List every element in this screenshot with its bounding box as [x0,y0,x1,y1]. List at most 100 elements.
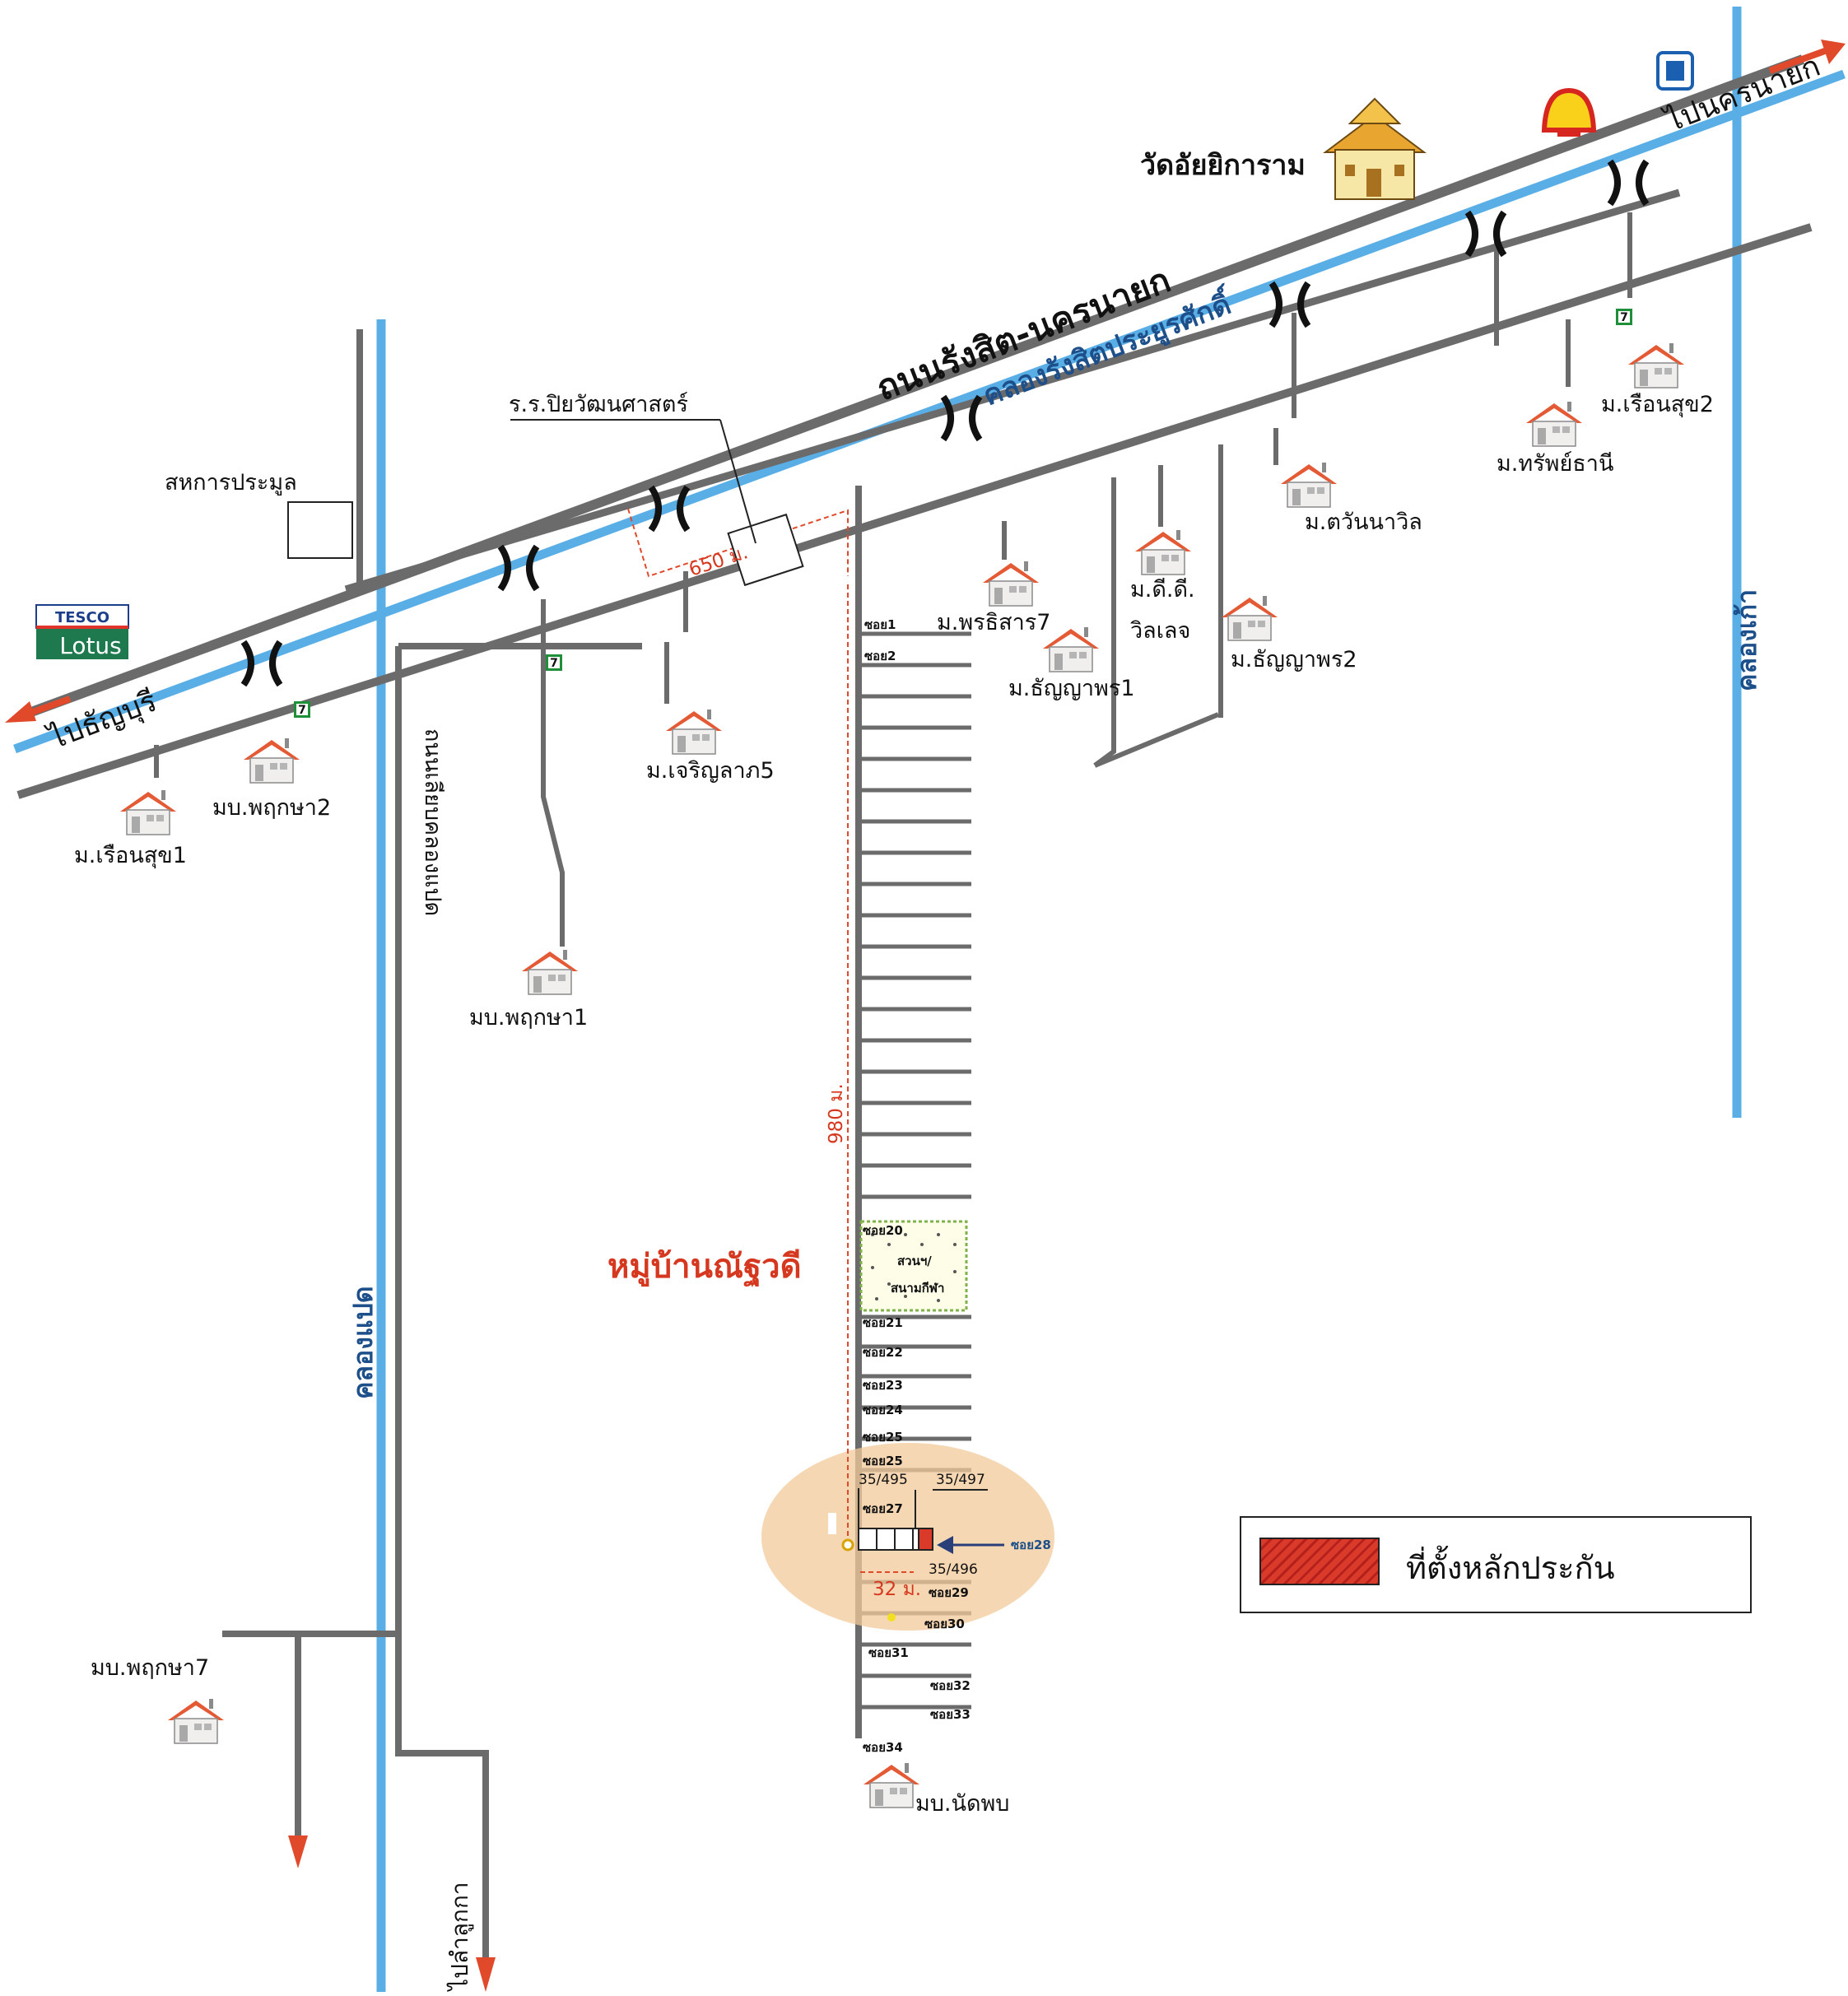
marker-dot-1 [841,1538,854,1552]
distance-32: 32 ม. [873,1579,921,1600]
temple-label: วัดอัยยิการาม [1140,149,1306,182]
bridge-icon [1272,283,1308,326]
soi-label: ซอย25 [863,1430,903,1445]
house-icon [982,561,1040,607]
arrow-lamlukka-head [476,1957,496,1992]
village-pornsisan7-label: ม.พรธิสาร7 [937,610,1050,635]
soi-label: ซอย30 [924,1617,965,1631]
soi-label: ซอย1 [864,617,896,632]
canal-klong8-label: คลองแปด [347,1286,379,1399]
house-icon [1280,462,1338,508]
cooperative-building [287,501,353,559]
soi-label: ซอย32 [930,1678,971,1693]
arrow-pruksa7-head [288,1835,308,1868]
soi-label: ซอย28 [1011,1538,1051,1552]
park-label-2: สนามกีฬา [891,1281,944,1296]
village-main-label: หมู่บ้านณัฐวดี [607,1248,802,1288]
house-icon [521,949,579,995]
school-leader-diag [719,419,756,544]
bridge-icon [244,642,280,685]
village-dd-label-2: วิลเลจ [1130,618,1190,644]
distance-980: 980 ม. [826,1083,847,1144]
road-thanyaporn [1093,477,1116,768]
soi-label: ซอย25 [863,1454,903,1468]
village-ruensuk1-label: ม.เรือนสุข1 [74,843,187,869]
seven-eleven-icon [546,654,562,671]
plot-495: 35/495 [859,1472,908,1488]
house-icon [1525,401,1583,447]
arrow-thanyaburi-head [5,701,36,723]
to-lamlukka-label: ไปลำลูกกา [446,1882,474,1992]
soi28-arrow-head [937,1536,953,1554]
soi-label: ซอย34 [863,1740,903,1755]
soi-label: ซอย31 [868,1645,909,1660]
house-icon [1042,626,1100,672]
village-pruksa1-label: มบ.พฤกษา1 [469,1005,588,1031]
arrow-nakhon-nayok-head [1821,40,1846,64]
arrow-nakhon-nayok [1768,44,1836,74]
temple-icon [1323,97,1427,200]
canal-klong9-label: คลองเก้า [1731,589,1762,691]
park-dots [871,1233,957,1302]
collateral-plot [918,1528,933,1551]
seven-eleven-icon [1616,309,1632,325]
to-thanyaburi-label: ไปธัญบุรี [42,684,161,758]
soi-label: ซอย21 [863,1315,903,1330]
village-thanyaporn1-label: ม.ธัญญาพร1 [1008,676,1135,701]
frontage-road-north [344,188,1681,593]
house-icon [1221,595,1278,641]
house-icon [167,1698,225,1744]
soi-label: ซอย2 [864,649,896,663]
map-legend: ที่ตั้งหลักประกัน [1240,1516,1752,1613]
highway-rangsit-nakhon-nayok [22,54,1805,719]
frontage-road-south [16,223,1813,799]
road-klong8 [395,646,489,1980]
village-thanyaporn2-label: ม.ธัญญาพร2 [1231,647,1357,672]
plot-497: 35/497 [936,1472,985,1488]
village-natphop-label: มบ.นัดพบ [915,1791,1009,1817]
school-label: ร.ร.ปิยวัฒนศาสตร์ [509,391,688,417]
shell-icon [1541,87,1597,137]
soi-label: ซอย23 [863,1378,903,1393]
lotus-text: Lotus [59,632,122,659]
house-icon [243,737,300,784]
house-icon [1627,342,1685,388]
road-pruksa7 [222,1631,301,1856]
soi-label: ซอย20 [863,1223,903,1238]
collateral-swatch [1259,1538,1380,1585]
road-klong8-label: ถนนเลียบคลองแปด [420,728,445,916]
school-building [727,513,804,587]
house-icon [665,709,723,755]
soi-label: ซอย29 [929,1585,969,1600]
seven-eleven-icon [294,701,310,718]
park-area [859,1220,968,1312]
canal-rangsit [13,69,1846,754]
soi-label: ซอย24 [863,1403,903,1417]
village-ruensuk2-label: ม.เรือนสุข2 [1601,392,1714,418]
road-pruksa1 [541,599,565,947]
bridge-icon [1610,161,1646,204]
village-dd-label-1: ม.ดี.ดี. [1130,577,1195,603]
tesco-text: TESCO [55,609,109,626]
legend-label: ที่ตั้งหลักประกัน [1406,1550,1615,1586]
house-icon [119,789,177,835]
plot-leader-4 [828,1513,836,1534]
soi-label: ซอย27 [863,1501,903,1516]
marker-dot-2 [887,1613,896,1621]
plot-496: 35/496 [929,1561,978,1578]
soi-label: ซอย22 [863,1345,903,1360]
village-sapthani-label: ม.ทรัพย์ธานี [1497,450,1613,477]
road-dd-branch [1093,712,1220,768]
village-tawan-label: ม.ตวันนาวิล [1305,509,1422,535]
cooperative-label: สหการประมูล [165,470,297,496]
tesco-lotus-logo [35,604,129,659]
house-icon [863,1762,920,1808]
house-icon [1134,529,1192,575]
village-charoenlap5-label: ม.เจริญลาภ5 [646,758,775,784]
village-pruksa2-label: มบ.พฤกษา2 [212,795,331,821]
soi-label: ซอย33 [930,1707,971,1722]
park-label-1: สวนฯ/ [897,1254,932,1268]
village-pruksa7-label: มบ.พฤกษา7 [91,1655,209,1681]
bank-icon [1656,51,1694,91]
